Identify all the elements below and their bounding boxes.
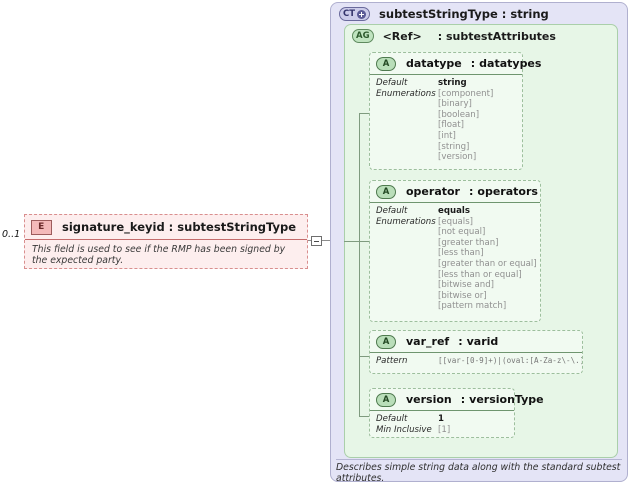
facet-value-enum: [greater than] — [438, 237, 499, 248]
expand-plus-icon[interactable] — [357, 9, 367, 19]
facet-value-default: 1 — [438, 414, 444, 424]
facet-key-min-inclusive: Min Inclusive — [376, 424, 432, 435]
tree-branch-version — [359, 416, 369, 417]
complextype-badge-label: CT — [343, 9, 356, 19]
attribute-datatype-separator: : — [470, 57, 476, 70]
facet-value-enum: [not equal] — [438, 227, 486, 238]
facet-key-default: Default — [376, 414, 408, 424]
attribute-version-header: A version : versionType — [370, 389, 544, 411]
facet-value-default: equals — [438, 206, 470, 216]
attribute-datatype-name: datatype — [406, 57, 462, 70]
footer-divider — [336, 459, 622, 460]
element-documentation: This field is used to see if the RMP has… — [32, 244, 286, 267]
facet-value-column: [[var-[0-9]+)|(oval:[A-Za-z\-\.]+:var:[1… — [438, 356, 582, 367]
facet-value-enum: [bitwise or] — [438, 290, 487, 301]
facet-value-pattern: [[var-[0-9]+)|(oval:[A-Za-z\-\.]+:var:[1… — [438, 356, 582, 365]
attribute-badge-icon: A — [376, 392, 396, 407]
attribute-operator-separator: : — [468, 185, 474, 198]
attribute-datatype-header: A datatype : datatypes — [370, 53, 541, 75]
tree-branch-varref — [359, 356, 369, 357]
attribute-badge-icon: A — [376, 334, 396, 349]
attribute-datatype[interactable]: A datatype : datatypes Default Enumerati… — [369, 52, 541, 170]
facet-value-enum: [binary] — [438, 99, 472, 110]
attribute-version[interactable]: A version : versionType Default Min Incl… — [369, 388, 544, 438]
facet-value-enum: [pattern match] — [438, 301, 507, 312]
facet-value-min-inclusive: [1] — [438, 424, 451, 435]
facet-value-enum: [string] — [438, 141, 470, 152]
element-header: E signature_keyid : subtestStringType — [25, 215, 307, 240]
element-badge-icon: E — [31, 219, 52, 235]
cardinality-label: 0..1 — [2, 229, 21, 240]
attribute-version-facets: Default Min Inclusive 1 [1] — [370, 411, 514, 438]
facet-key-default: Default — [376, 78, 408, 88]
facet-value-enum: [less than] — [438, 248, 484, 259]
complextype-title: subtestStringType : string — [379, 7, 549, 21]
attributegroup-badge-icon: AG — [352, 29, 374, 43]
element-signature-keyid[interactable]: E signature_keyid : subtestStringType Th… — [24, 214, 308, 269]
attribute-var-ref[interactable]: A var_ref : varid Pattern [[var-[0-9]+)|… — [369, 330, 583, 374]
facet-key-column: Default Enumerations — [376, 206, 438, 312]
tree-stub-entry — [344, 241, 359, 242]
facet-value-default: string — [438, 78, 467, 88]
attribute-badge-icon: A — [376, 184, 396, 199]
attribute-version-type: versionType — [469, 393, 544, 406]
facet-value-column: string [component] [binary] [boolean] [f… — [438, 78, 522, 163]
facet-value-column: 1 [1] — [438, 414, 514, 435]
attribute-operator-facets: Default Enumerations equals [equals] [no… — [370, 203, 540, 315]
attribute-var-ref-facets: Pattern [[var-[0-9]+)|(oval:[A-Za-z\-\.]… — [370, 353, 582, 370]
facet-value-enum: [less than or equal] — [438, 269, 522, 280]
attribute-var-ref-header: A var_ref : varid — [370, 331, 582, 353]
facet-key-default: Default — [376, 206, 408, 216]
facet-key-column: Default Min Inclusive — [376, 414, 438, 435]
attribute-badge-icon: A — [376, 56, 396, 71]
attributegroup-header: AG <Ref> : subtestAttributes — [345, 25, 617, 47]
tree-branch-datatype — [359, 113, 369, 114]
attributegroup-type-label: : subtestAttributes — [437, 29, 556, 43]
facet-value-enum: [version] — [438, 152, 477, 163]
facet-value-enum: [bitwise and] — [438, 280, 494, 291]
attribute-operator-name: operator — [406, 185, 460, 198]
tree-branch-operator — [359, 241, 369, 242]
facet-value-enum: [component] — [438, 88, 494, 99]
facet-value-enum: [float] — [438, 120, 465, 131]
complextype-badge-icon[interactable]: CT — [339, 7, 371, 21]
facet-value-enum: [equals] — [438, 216, 474, 227]
facet-key-pattern: Pattern — [376, 356, 408, 366]
facet-value-enum: [boolean] — [438, 109, 480, 120]
attribute-version-separator: : — [460, 393, 466, 406]
connector-segment-left — [308, 240, 312, 241]
attribute-version-name: version — [406, 393, 452, 406]
facet-value-column: equals [equals] [not equal] [greater tha… — [438, 206, 540, 312]
facet-key-column: Pattern — [376, 356, 438, 367]
attribute-datatype-facets: Default Enumerations string [component] … — [370, 75, 522, 166]
attribute-var-ref-type: varid — [466, 335, 499, 348]
connector-collapse-toggle[interactable] — [311, 236, 322, 246]
facet-key-enumerations: Enumerations — [376, 216, 436, 227]
attribute-operator[interactable]: A operator : operators Default Enumerati… — [369, 180, 541, 322]
complextype-header: CT subtestStringType : string — [331, 3, 627, 25]
attribute-operator-type: operators — [477, 185, 538, 198]
facet-key-enumerations: Enumerations — [376, 88, 436, 99]
attributegroup-ref-label: <Ref> — [382, 29, 422, 43]
facet-value-enum: [greater than or equal] — [438, 258, 537, 269]
attribute-datatype-type: datatypes — [479, 57, 542, 70]
tree-trunk-vertical — [359, 113, 360, 416]
attribute-var-ref-name: var_ref — [406, 335, 450, 348]
attribute-operator-header: A operator : operators — [370, 181, 540, 203]
attribute-var-ref-separator: : — [458, 335, 463, 348]
facet-key-column: Default Enumerations — [376, 78, 438, 163]
facet-value-enum: [int] — [438, 130, 456, 141]
complextype-footer-documentation: Describes simple string data along with … — [336, 462, 621, 484]
element-title: signature_keyid : subtestStringType — [62, 220, 297, 234]
